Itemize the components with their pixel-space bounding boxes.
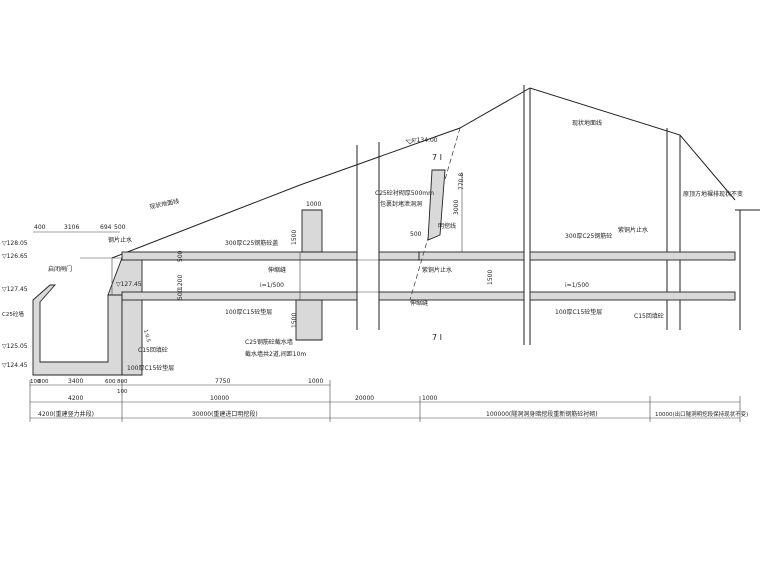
dim-row1-3400: 3400 <box>68 378 83 385</box>
dim-row1-600: 600 <box>105 379 116 385</box>
intake-shaft-wall <box>32 284 123 376</box>
label-expansion3: C15回填砼 <box>634 312 664 320</box>
dim-top-400: 400 <box>34 224 46 231</box>
dim-top-694: 694 <box>100 224 112 231</box>
portal-lining <box>427 169 446 241</box>
label-arch: 明挖线 <box>438 222 456 230</box>
label-wall-note: 截水墙共2道,间距10m <box>245 350 306 358</box>
culvert-top-slab <box>121 251 358 261</box>
label-brick: 原顶方地裸排现状不变 <box>683 190 743 198</box>
label-steel-stop: 钢片止水 <box>108 236 132 244</box>
label-c25-lining: C25砼衬砌厚500mm <box>375 189 434 197</box>
label-steel-stop2: 紫铜片止水 <box>422 266 452 274</box>
dim-1500c: 1500 <box>487 270 494 285</box>
dim-row2-4200: 4200 <box>68 395 83 402</box>
section-mark-bottom: 7 I <box>432 333 442 342</box>
elevation-127a: ▽127.45 <box>2 286 28 293</box>
dim-row1-1000: 1000 <box>308 378 323 385</box>
label-steel-stop3: 紫铜片止水 <box>618 226 648 234</box>
label-c15-pad3: 100厚C15砼垫层 <box>555 308 602 316</box>
cutoff-wall <box>301 209 323 253</box>
dim-1500b: 1500 <box>291 313 298 328</box>
dim-row1-800b: 800 <box>117 379 128 385</box>
elevation-124: ▽124.45 <box>2 362 28 369</box>
label-slope2: i=1/500 <box>565 282 589 289</box>
label-c15-pad-left: 100厚C15砼垫层 <box>127 364 174 372</box>
dim-3000: 3000 <box>453 200 460 215</box>
dim-770: 770.8 <box>458 173 465 190</box>
dim-row2-10000: 10000 <box>210 395 229 402</box>
dim-top-3106: 3106 <box>64 224 79 231</box>
dim-row1-100b: 100 <box>117 389 128 395</box>
label-c15-pad2: 100厚C15砼垫层 <box>225 308 272 316</box>
dim-row3-4200: 4200(重建竖力井段) <box>38 410 94 418</box>
elevation-134: ▽134.00 <box>412 137 438 144</box>
ground-line <box>111 87 736 259</box>
label-lining-note: 包裹封堵泄洞洞 <box>380 200 422 208</box>
elevation-126: ▽126.65 <box>2 253 28 260</box>
label-slope1: i=1/500 <box>260 282 284 289</box>
dim-500a: 500 <box>177 250 184 262</box>
section-mark-top: 7 I <box>432 153 442 162</box>
elevation-125: ▽125.05 <box>2 343 28 350</box>
label-expansion2: 伸缩缝 <box>410 299 428 307</box>
label-c25-wall: C25钢筋砼截水墙 <box>245 338 293 346</box>
ground-label-left: 现状地面线 <box>149 197 180 211</box>
dim-row2-20000: 20000 <box>355 395 374 402</box>
dim-1000-top: 1000 <box>306 201 321 208</box>
ground-label-right: 现状地面线 <box>572 119 602 127</box>
label-rebar-top2: 300厚C25钢筋砼 <box>565 232 612 240</box>
dim-row1-800: 800 <box>38 379 49 385</box>
dim-row2-1000: 1000 <box>422 395 437 402</box>
label-gate: 启闭闸门 <box>48 265 72 273</box>
elevation-128: ▽128.05 <box>2 240 28 247</box>
label-c25-side: C25砼墙 <box>2 310 24 318</box>
culvert-bottom-slab <box>121 291 358 301</box>
dim-row3-100000: 100000(隧洞洞身暗挖段重新钢筋砼衬砌) <box>486 410 598 418</box>
dim-top-500: 500 <box>114 224 126 231</box>
dim-1200: 1200 <box>177 275 184 290</box>
dim-row1-100: 100 <box>30 379 41 385</box>
label-c15-fill: C15回填砼 <box>138 346 168 354</box>
dim-row1-7750: 7750 <box>215 378 230 385</box>
dim-row3-10000: 10000(出口隧洞明挖段保持现状不变) <box>655 410 748 418</box>
label-rebar-top: 300厚C25钢筋砼盖 <box>225 239 278 247</box>
label-expansion: 伸缩缝 <box>268 266 286 274</box>
dim-500c: 500 <box>410 231 422 238</box>
dim-row3-30000: 30000(重建进口明挖段) <box>192 410 258 418</box>
dim-1500a: 1500 <box>291 230 298 245</box>
elevation-127b: ▽127.45 <box>116 281 142 288</box>
dim-500b: 500 <box>177 288 184 300</box>
label-ratio: 1:0.5 <box>142 329 151 343</box>
